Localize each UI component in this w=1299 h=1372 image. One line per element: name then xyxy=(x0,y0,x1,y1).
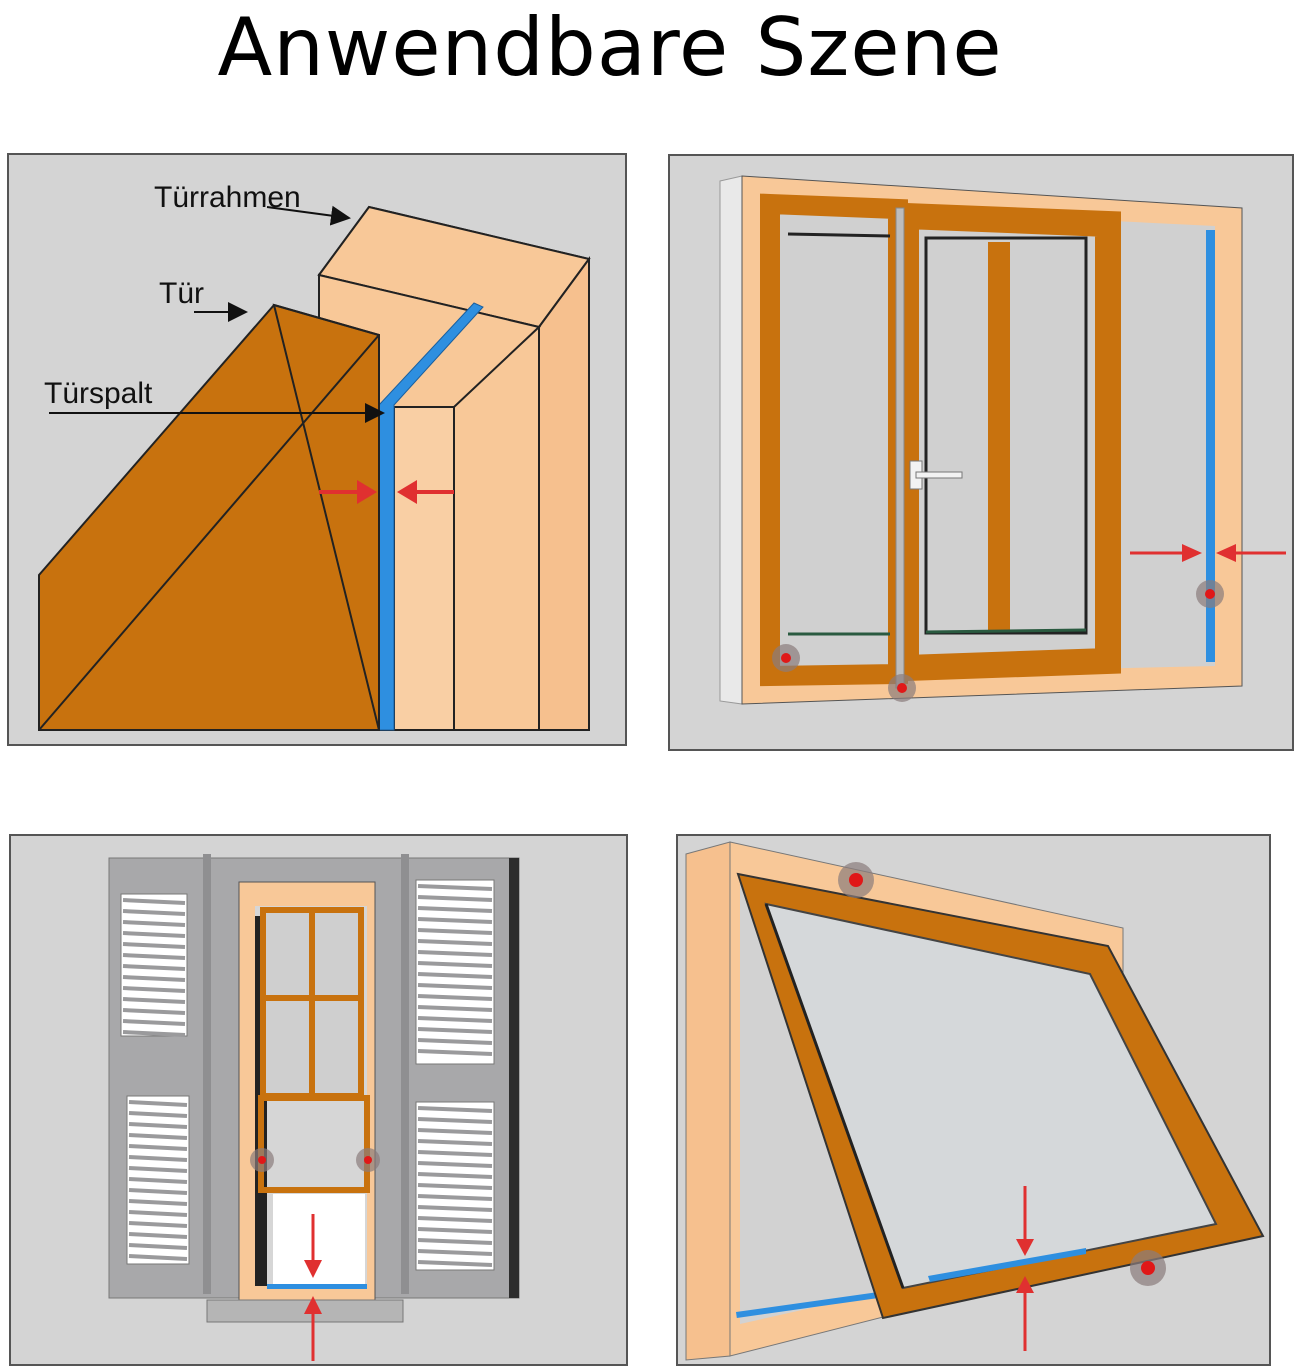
shutter-louver xyxy=(128,1111,188,1118)
shutter-louver xyxy=(122,942,186,949)
shutter-louver xyxy=(122,931,186,938)
shutter-louver xyxy=(128,1243,188,1250)
tilt-window-seal-icon xyxy=(685,841,1265,1361)
shutter-louver xyxy=(128,1254,188,1261)
shutter-louver xyxy=(417,1150,493,1157)
shutter-louver xyxy=(122,964,186,971)
shutter-louver xyxy=(417,1216,493,1223)
scene-door-gap: Türrahmen Tür Türspalt xyxy=(7,153,627,746)
shutter-louver xyxy=(417,1227,493,1234)
door-frame-seal-icon xyxy=(38,205,591,731)
shutter-louver xyxy=(417,961,493,968)
shutter-louver xyxy=(122,953,186,960)
scene-tilt-window xyxy=(676,834,1271,1366)
shutter-louver xyxy=(122,1019,186,1026)
shutter-louver xyxy=(417,1117,493,1124)
shutter-louver xyxy=(417,884,493,891)
shutter-louver xyxy=(417,950,493,957)
shutter-louver xyxy=(417,1260,493,1267)
shutter-louver xyxy=(417,1128,493,1135)
shutter-louver xyxy=(417,939,493,946)
shutter-louver xyxy=(128,1100,188,1107)
shutter-louver xyxy=(122,920,186,927)
shutter-louver xyxy=(128,1155,188,1162)
shutter-louver xyxy=(128,1188,188,1195)
shutter-louver xyxy=(122,1030,186,1037)
door-shape xyxy=(38,303,380,731)
shutter-louver xyxy=(417,1194,493,1201)
scene-sash-window-shutters xyxy=(9,834,628,1366)
shutter-louver xyxy=(122,909,186,916)
seal-point-markers xyxy=(772,580,1224,702)
shutter-louver xyxy=(122,1008,186,1015)
shutter-louver xyxy=(128,1144,188,1151)
shutter-louver xyxy=(417,1205,493,1212)
shutter-louver xyxy=(417,1106,493,1113)
shutter-louver xyxy=(417,1027,493,1034)
shutter-louver xyxy=(128,1221,188,1228)
shutter-louver xyxy=(128,1199,188,1206)
shutter-louver xyxy=(122,997,186,1004)
shutter-louver xyxy=(122,986,186,993)
shutter-louver xyxy=(417,1038,493,1045)
shutter-louver xyxy=(417,1172,493,1179)
page-title: Anwendbare Szene xyxy=(217,1,1003,94)
shutter-louver xyxy=(128,1166,188,1173)
shutter-louver xyxy=(122,898,186,905)
label-door-gap: Türspalt xyxy=(44,377,153,410)
gap-arrows xyxy=(319,480,454,504)
shutter-louver xyxy=(128,1210,188,1217)
shutter-louver xyxy=(417,895,493,902)
sash-window-seal-icon xyxy=(108,854,520,1361)
label-door: Tür xyxy=(159,277,204,310)
shutter-louver xyxy=(128,1133,188,1140)
shutter-louver xyxy=(417,1139,493,1146)
shutter-louver xyxy=(417,928,493,935)
shutter-louver xyxy=(417,994,493,1001)
shutter-louver xyxy=(417,1238,493,1245)
label-door-frame: Türrahmen xyxy=(154,181,301,214)
shutter-louver xyxy=(417,1249,493,1256)
shutter-louver xyxy=(128,1122,188,1129)
shutter-louver xyxy=(128,1232,188,1239)
shutter-louver xyxy=(417,906,493,913)
shutter-louver xyxy=(417,1161,493,1168)
shutter-louver xyxy=(417,972,493,979)
shutter-louver xyxy=(417,1049,493,1056)
shutter-louver xyxy=(417,1005,493,1012)
shutter-louver xyxy=(417,1183,493,1190)
scene-sliding-window xyxy=(668,154,1294,751)
pointer-frame-arrow xyxy=(266,205,351,226)
shutter-louver xyxy=(417,917,493,924)
shutter-louver xyxy=(122,975,186,982)
shutter-louver xyxy=(128,1177,188,1184)
sliding-window-seal-icon xyxy=(719,175,1286,705)
shutter-louver xyxy=(417,983,493,990)
shutter-louver xyxy=(417,1016,493,1023)
